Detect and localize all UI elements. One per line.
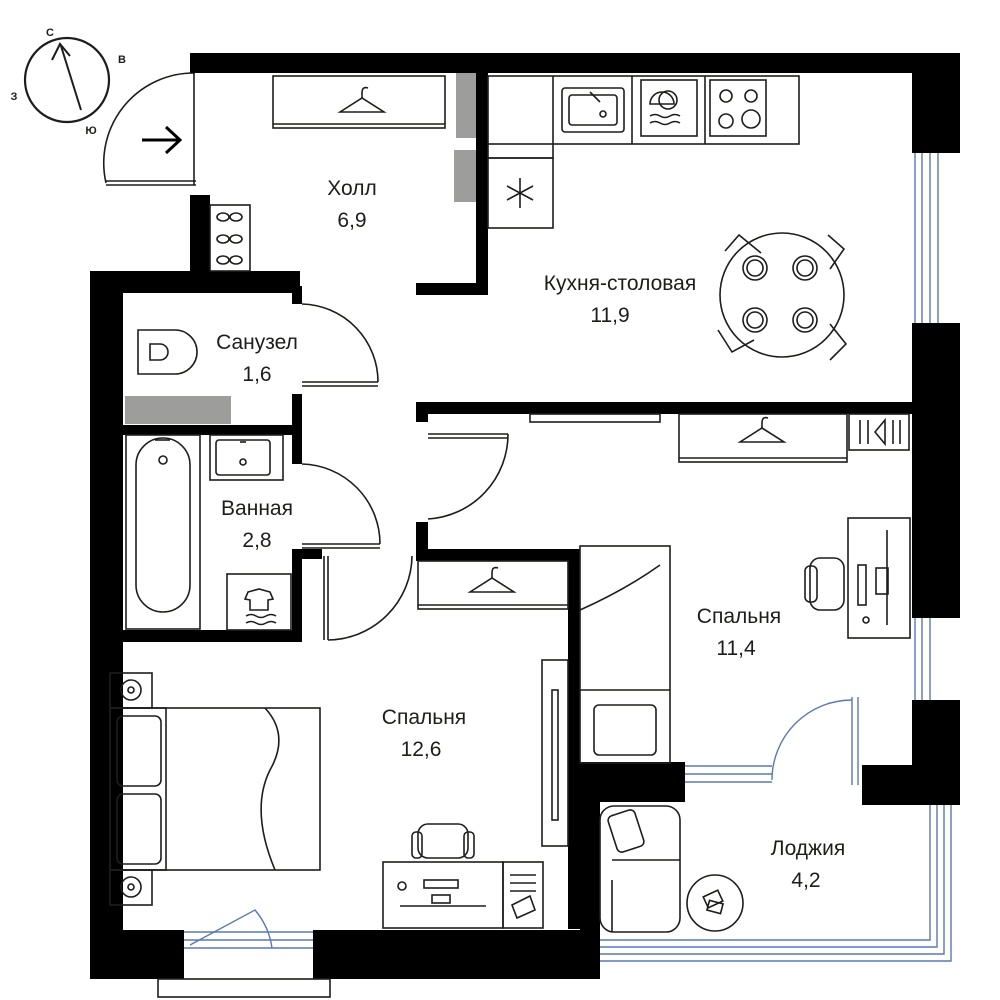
room-name: Лоджия (771, 837, 845, 860)
lamp-icon (120, 679, 142, 701)
room-name: Санузел (216, 331, 298, 354)
toilet (137, 329, 198, 375)
entrance (103, 72, 196, 186)
compass: С В Ю З (11, 27, 126, 137)
ventilation-shaft (456, 73, 476, 138)
room-name: Холл (327, 177, 377, 200)
walls (90, 53, 960, 979)
compass-east: В (118, 54, 126, 66)
bedroom-small-door (427, 433, 509, 520)
compass-south: Ю (85, 125, 96, 137)
bathroom-door (301, 303, 379, 387)
room-area: 1,6 (242, 363, 271, 386)
room-label-bedroom-small: Спальня 11,4 (697, 605, 781, 660)
pillow-icon (116, 793, 162, 865)
compass-arrow-icon (51, 42, 71, 61)
room-area: 12,6 (401, 738, 442, 761)
shoe-icon (216, 212, 243, 265)
room-area: 11,4 (716, 637, 756, 660)
room-label-loggia: Лоджия 4,2 (771, 837, 845, 892)
room-label-hall: Холл 6,9 (327, 177, 377, 232)
room-name: Ванная (221, 497, 293, 520)
windows (157, 153, 952, 998)
room-label-bath: Ванная 2,8 (221, 497, 293, 552)
stove-icon (709, 79, 767, 137)
entrance-door-swing (103, 72, 196, 184)
bath-door (301, 463, 381, 549)
pillow-icon (593, 704, 657, 756)
cushion-icon (607, 809, 645, 853)
chair-icon (717, 233, 848, 361)
nightstand (109, 869, 153, 906)
ventilation-shaft (125, 396, 231, 424)
work-desk (382, 861, 544, 929)
compass-ring (23, 36, 111, 124)
window-sash-swing (189, 909, 273, 949)
entrance-arrow-icon (142, 125, 183, 155)
bedroom-window (914, 618, 931, 700)
ventilation-shaft (454, 150, 476, 202)
hanger-icon (467, 566, 517, 593)
compass-north: С (46, 27, 54, 39)
room-area: 4,2 (791, 869, 820, 892)
window-sill (157, 978, 331, 998)
bedroom-large-wardrobe (417, 560, 569, 610)
book-icon (702, 889, 724, 909)
hall-wardrobe (272, 75, 446, 129)
shoe-rack (209, 204, 251, 272)
washbasin (209, 434, 284, 481)
bookshelf (848, 413, 910, 451)
double-bed (109, 707, 321, 871)
room-name: Спальня (382, 706, 466, 729)
pillow-icon (116, 715, 162, 787)
hanger-icon (337, 86, 387, 113)
desk-chair (804, 557, 845, 611)
compass-west: З (11, 91, 18, 103)
compass-needle (60, 45, 82, 111)
coffee-table (686, 874, 744, 932)
dining-table (717, 232, 848, 361)
room-label-bedroom-large: Спальня 12,6 (382, 706, 466, 761)
snowflake-icon (506, 178, 534, 208)
bathtub (125, 434, 201, 630)
room-area: 11,9 (590, 304, 629, 327)
desk (847, 517, 911, 639)
room-label-wc: Санузел 1,6 (216, 331, 298, 386)
single-bed (579, 545, 671, 764)
room-area: 6,9 (337, 209, 366, 232)
balcony-door (685, 697, 859, 785)
dishwasher-icon (640, 79, 698, 137)
laundry-icon (243, 588, 277, 626)
nightstand (109, 672, 153, 709)
balcony-door-swing (771, 699, 853, 781)
sofa (599, 805, 681, 933)
room-label-kitchen: Кухня-столовая 11,9 (544, 272, 696, 327)
room-name: Кухня-столовая (544, 272, 696, 295)
kitchen-window (914, 153, 939, 323)
room-name: Спальня (697, 605, 781, 628)
office-chair (411, 823, 475, 859)
fridge (487, 157, 554, 229)
hanger-icon (737, 416, 787, 443)
doors (301, 303, 509, 641)
sink-icon (561, 87, 625, 133)
bedroom-small-wardrobe (678, 413, 848, 463)
kitchen-counter (487, 75, 800, 159)
loggia-glazing (600, 805, 952, 962)
book-stack-icon (502, 861, 544, 929)
bedroom-window (157, 909, 331, 998)
washing-machine (226, 573, 292, 631)
tv-stand (541, 659, 569, 847)
bedroom-large-door (323, 555, 413, 641)
bedroom-small-shelf (529, 413, 661, 423)
lamp-icon (120, 876, 142, 898)
room-area: 2,8 (242, 529, 271, 552)
